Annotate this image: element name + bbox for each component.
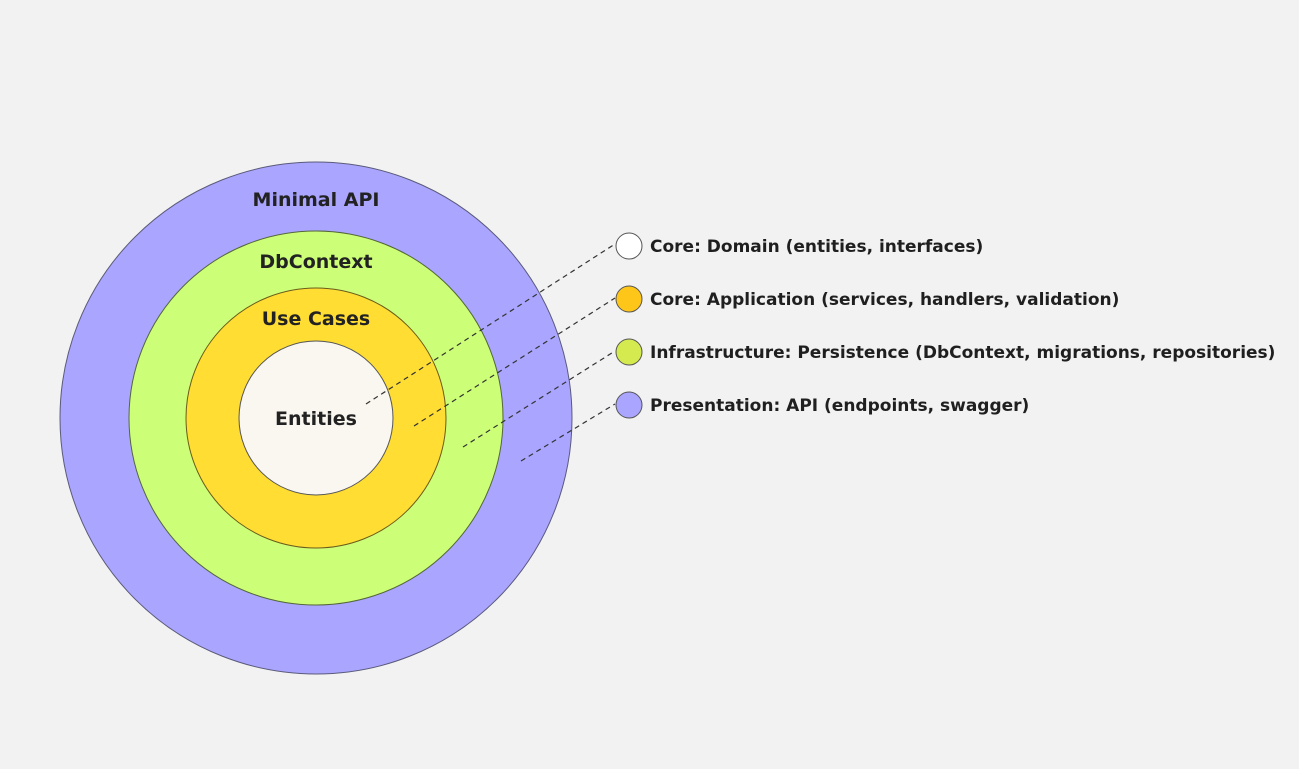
ring-domain: [238, 340, 394, 496]
connector-application: [413, 297, 616, 427]
connector-infrastructure: [462, 350, 616, 448]
legend-dot-infrastructure: [615, 338, 643, 366]
legend-dot-application: [615, 285, 643, 313]
legend-label-application: Core: Application (services, handlers, v…: [650, 290, 1119, 310]
ring-label-dbcontext: DbContext: [259, 251, 372, 273]
legend-label-presentation: Presentation: API (endpoints, swagger): [650, 396, 1029, 416]
legend-label-infrastructure: Infrastructure: Persistence (DbContext, …: [650, 343, 1275, 363]
connector-presentation: [520, 403, 616, 462]
legend-label-domain: Core: Domain (entities, interfaces): [650, 237, 983, 257]
legend-dot-domain: [615, 232, 643, 260]
legend-dot-presentation: [615, 391, 643, 419]
ring-label-use-cases: Use Cases: [262, 308, 371, 330]
connector-domain: [365, 243, 616, 405]
ring-label-minimal-api: Minimal API: [253, 189, 380, 211]
ring-label-entities: Entities: [275, 408, 357, 430]
